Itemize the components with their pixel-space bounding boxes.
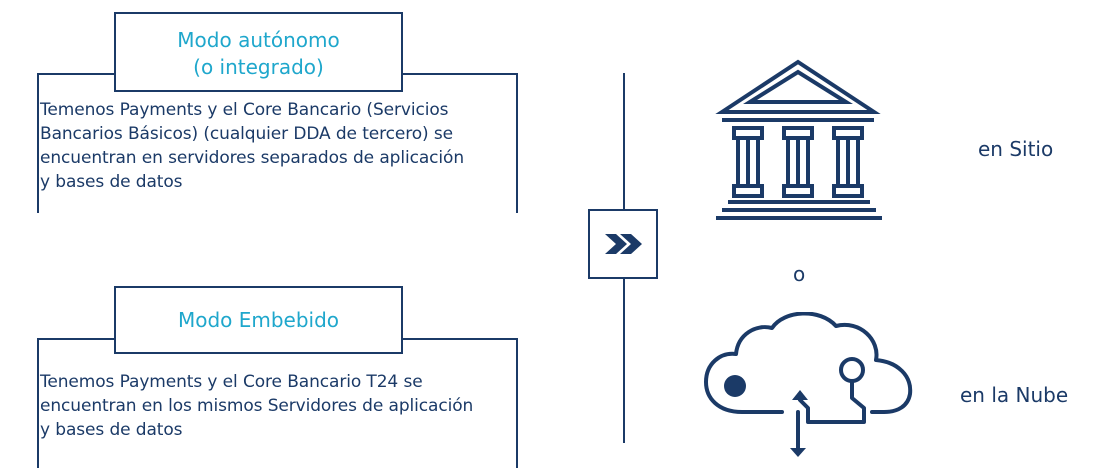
description-line: Bancarios Básicos) (cualquier DDA de ter… bbox=[40, 124, 454, 144]
embedded-mode-title: Modo Embebido bbox=[114, 286, 403, 354]
description-line: encuentran en servidores separados de ap… bbox=[40, 148, 464, 168]
description-line: y bases de datos bbox=[40, 420, 183, 440]
divider-line-bottom bbox=[623, 279, 625, 443]
bank-building-icon bbox=[715, 59, 882, 220]
title-text: Modo Embebido bbox=[177, 308, 340, 332]
description-line: Tenemos Payments y el Core Bancario T24 … bbox=[40, 372, 423, 392]
embedded-mode-description: Tenemos Payments y el Core Bancario T24 … bbox=[40, 370, 518, 442]
or-label: o bbox=[793, 262, 806, 286]
autonomous-mode-title: Modo autónomo (o integrado) bbox=[114, 12, 403, 92]
description-line: y bases de datos bbox=[40, 172, 183, 192]
divider-line-top bbox=[623, 73, 625, 209]
double-chevron-right-icon bbox=[588, 209, 658, 279]
cloud-label: en la Nube bbox=[960, 383, 1069, 407]
cloud-network-icon bbox=[704, 312, 913, 457]
description-line: encuentran en los mismos Servidores de a… bbox=[40, 396, 474, 416]
title-line: (o integrado) bbox=[193, 55, 324, 79]
embedded-mode-panel bbox=[37, 338, 518, 468]
description-line: Temenos Payments y el Core Bancario (Ser… bbox=[40, 100, 449, 120]
title-line: Modo autónomo bbox=[177, 28, 340, 52]
autonomous-mode-description: Temenos Payments y el Core Bancario (Ser… bbox=[40, 98, 518, 194]
onsite-label: en Sitio bbox=[978, 137, 1054, 161]
